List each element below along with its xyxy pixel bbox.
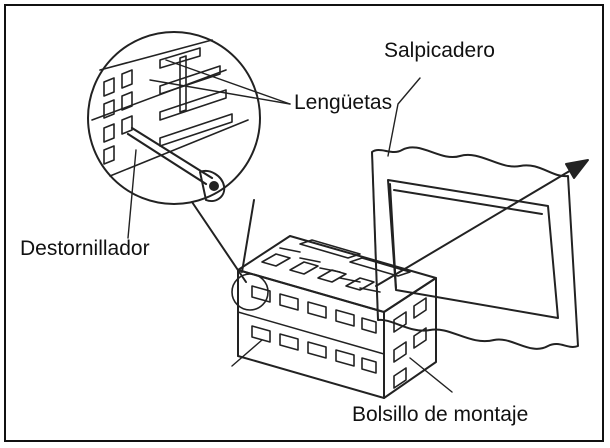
dashboard-panel (371, 146, 579, 350)
tabs-label: Lengüetas (294, 91, 393, 114)
detail-magnifier (87, 31, 269, 311)
dashboard-label: Salpicadero (384, 39, 495, 62)
mounting-sleeve-label: Bolsillo de montaje (352, 403, 529, 426)
insertion-arrow (375, 159, 589, 287)
mounting-sleeve (237, 235, 437, 399)
screwdriver-label: Destornillador (20, 237, 150, 260)
diagram-frame (4, 4, 604, 442)
leader-lines (127, 59, 453, 393)
